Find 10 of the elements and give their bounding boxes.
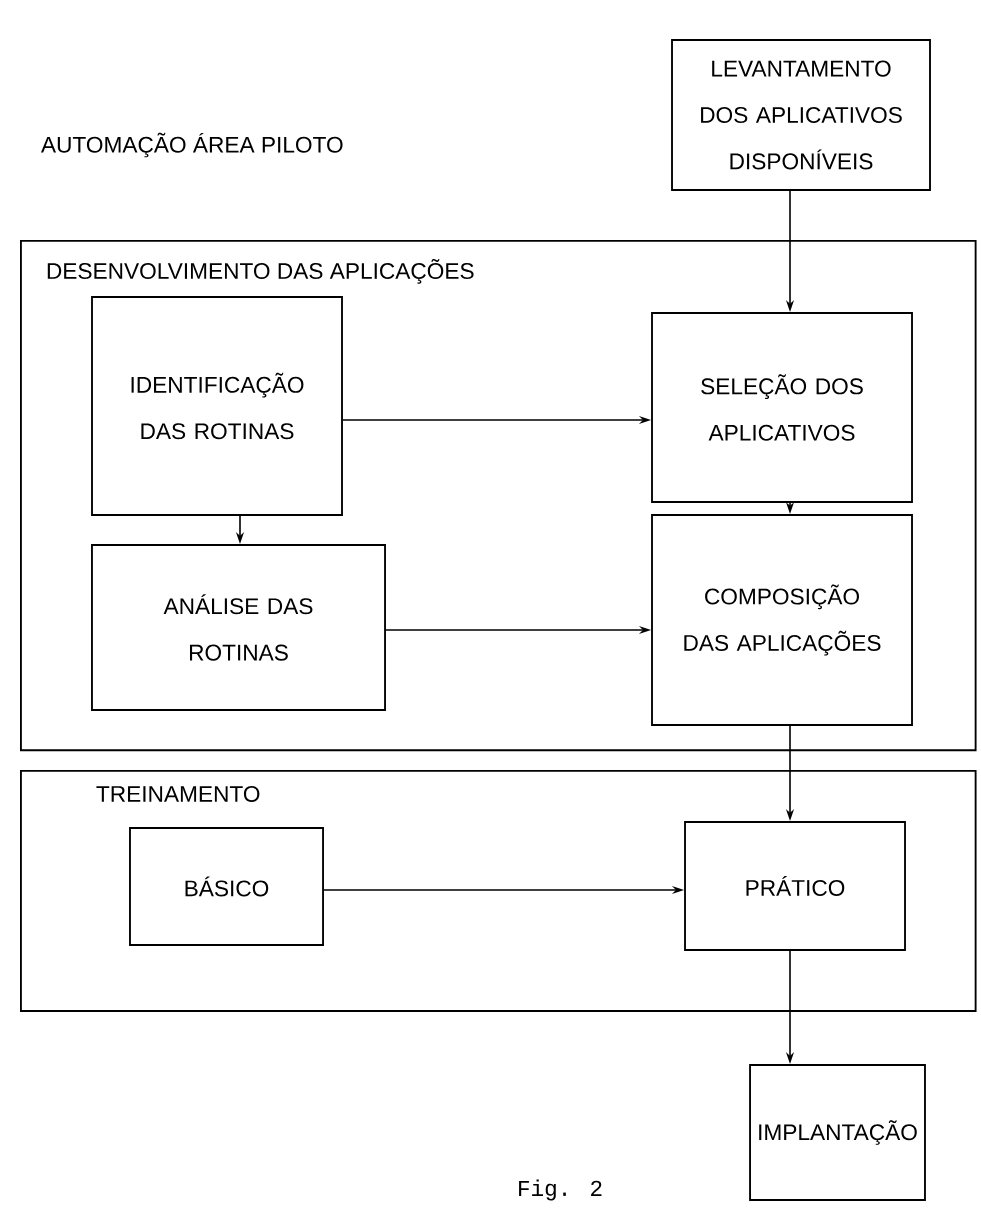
process-box: BÁSICO <box>129 827 324 946</box>
caption: Fig. 2 <box>519 1179 602 1201</box>
process-box: IMPLANTAÇÃO <box>749 1064 926 1201</box>
process-box: SELEÇÃO DOS APLICATIVOS <box>651 312 913 503</box>
title: AUTOMAÇÃO ÁREA PILOTO <box>41 132 343 158</box>
process-box: IDENTIFICAÇÃO DAS ROTINAS <box>91 296 343 516</box>
process-box: LEVANTAMENTO DOS APLICATIVOS DISPONÍVEIS <box>671 39 931 191</box>
process-box: ANÁLISE DAS ROTINAS <box>91 544 386 711</box>
process-box: COMPOSIÇÃO DAS APLICAÇÕES <box>651 514 913 726</box>
process-box: PRÁTICO <box>684 821 906 951</box>
